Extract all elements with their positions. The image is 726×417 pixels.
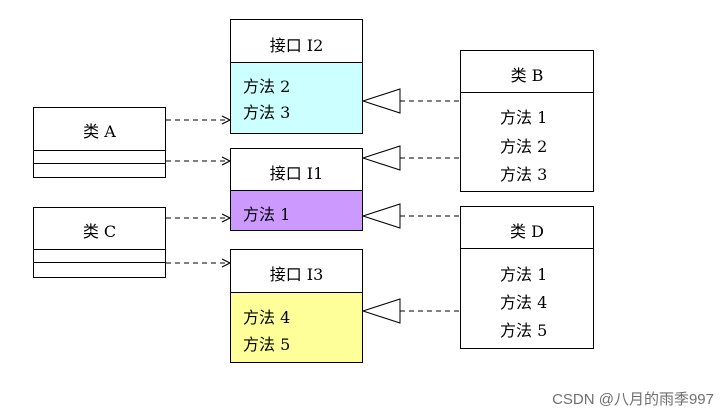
method-item: 方法 1 [500, 108, 548, 127]
method-item: 方法 3 [500, 165, 548, 184]
watermark: CSDN @八月的雨季997 [552, 391, 714, 408]
interface-i3-box: 接口 I3 方法 4 方法 5 [230, 249, 363, 363]
interface-i1-box: 接口 I1 方法 1 [230, 148, 363, 231]
interface-i2-name: 接口 I2 [269, 36, 324, 55]
class-c-attributes [34, 249, 165, 250]
class-b-name: 类 B [510, 66, 544, 85]
class-a-operations [34, 163, 165, 164]
class-a-box: 类 A [33, 107, 166, 178]
method-item: 方法 2 [500, 137, 548, 156]
class-c-box: 类 C [33, 207, 166, 278]
realization-d-to-i1-head [361, 203, 401, 229]
class-c-name: 类 C [82, 222, 117, 241]
realization-d-to-i3-head [361, 298, 401, 324]
method-item: 方法 5 [243, 335, 291, 354]
class-a-name: 类 A [83, 122, 116, 141]
class-c-operations [34, 262, 165, 263]
method-item: 方法 4 [243, 308, 291, 327]
class-d-box: 类 D 方法 1 方法 4 方法 5 [460, 206, 594, 349]
method-item: 方法 1 [243, 205, 291, 224]
realization-b-to-i1-head [361, 145, 401, 171]
interface-i2-box: 接口 I2 方法 2 方法 3 [230, 19, 363, 134]
class-d-methods: 方法 1 方法 4 方法 5 [461, 248, 593, 348]
interface-i1-methods: 方法 1 [231, 190, 362, 230]
class-b-box: 类 B 方法 1 方法 2 方法 3 [460, 50, 594, 192]
method-item: 方法 1 [500, 265, 548, 284]
realization-b-to-i2-head [361, 88, 401, 114]
class-b-methods: 方法 1 方法 2 方法 3 [461, 92, 593, 191]
interface-i2-methods: 方法 2 方法 3 [231, 62, 362, 133]
class-a-attributes [34, 150, 165, 151]
interface-i1-name: 接口 I1 [269, 164, 324, 183]
method-item: 方法 3 [243, 103, 291, 122]
method-item: 方法 2 [243, 77, 291, 96]
interface-i3-name: 接口 I3 [269, 265, 324, 284]
method-item: 方法 5 [500, 321, 548, 340]
class-d-name: 类 D [510, 222, 544, 241]
interface-i3-methods: 方法 4 方法 5 [231, 292, 362, 362]
method-item: 方法 4 [500, 293, 548, 312]
